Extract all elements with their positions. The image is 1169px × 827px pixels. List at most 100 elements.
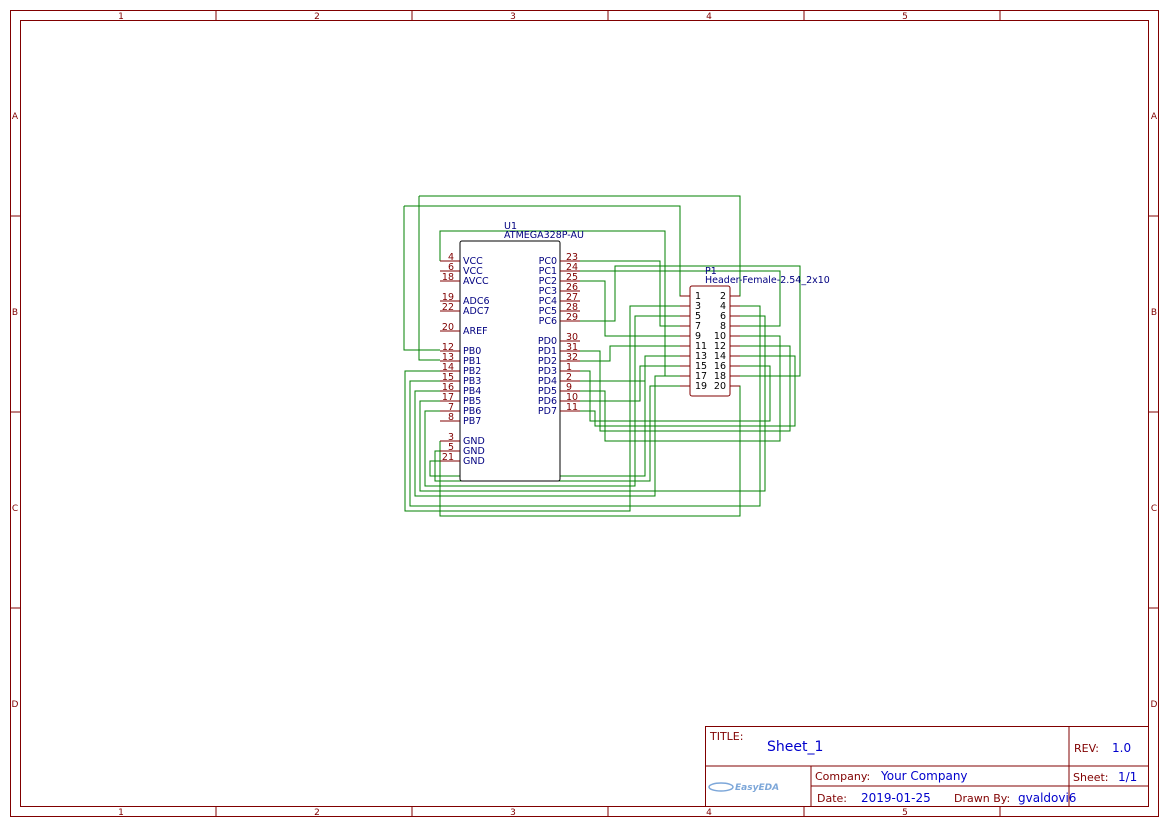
frame-col-bottom-5: 5 [902, 808, 908, 818]
u1-pin-number: 24 [566, 262, 578, 273]
frame-col-bottom-1: 1 [118, 808, 124, 818]
sheet-title: Sheet_1 [767, 739, 823, 755]
u1-pin-number: 28 [566, 302, 578, 313]
u1-pin-number: 6 [448, 262, 454, 273]
frame-col-top-3: 3 [510, 12, 516, 22]
wire-net-11 [580, 345, 690, 362]
u1-pin-name: PB0 [463, 346, 481, 357]
date-label: Date: [817, 792, 847, 805]
wire-net-9 [580, 265, 801, 377]
u1-pin-number: 8 [448, 412, 454, 423]
u1-part-name: ATMEGA328P-AU [504, 230, 584, 241]
wire-net-8 [580, 280, 690, 337]
u1-pin-name: PB6 [463, 406, 481, 417]
frame-row-left-d: D [12, 700, 19, 710]
u1-pin-number: 14 [442, 362, 454, 373]
u1-pin-name: VCC [463, 266, 483, 277]
u1-pin-name: PD6 [538, 396, 557, 407]
frame-row-right-d: D [1151, 700, 1158, 710]
p1-pin-number: 5 [695, 311, 701, 322]
p1-part-name: Header-Female-2.54_2x10 [705, 275, 830, 286]
u1-pin-name: GND [463, 446, 485, 457]
u1-pin-name: PB3 [463, 376, 481, 387]
u1-pin-name: PC4 [539, 296, 557, 307]
u1-pin-number: 30 [566, 332, 578, 343]
frame-row-right-a: A [1151, 112, 1158, 122]
sheet-value: 1/1 [1118, 770, 1137, 784]
wire-net-21 [424, 315, 690, 487]
p1-pin-number: 10 [714, 331, 726, 342]
u1-pin-name: PD4 [538, 376, 557, 387]
u1-pin-name: ADC7 [463, 306, 490, 317]
p1-pin-lines [680, 295, 740, 387]
wire-net-7 [580, 270, 781, 327]
drawn-by-label: Drawn By: [954, 792, 1010, 805]
p1-pin-number: 20 [714, 381, 726, 392]
u1-pin-name: PC5 [539, 306, 557, 317]
u1-pin-number: 1 [566, 362, 572, 373]
p1-pin-number: 14 [714, 351, 726, 362]
p1-pin-number: 12 [714, 341, 726, 352]
wire-net-6 [580, 260, 690, 327]
u1-pin-number: 31 [566, 342, 578, 353]
u1-pin-number: 29 [566, 312, 578, 323]
wire-net-10 [580, 345, 791, 432]
u1-pin-name: PD7 [538, 406, 557, 417]
u1-pin-number: 7 [448, 402, 454, 413]
u1-pin-number: 18 [442, 272, 454, 283]
frame-col-bottom-4: 4 [706, 808, 712, 818]
title-label: TITLE: [709, 730, 743, 743]
u1-pin-name: AREF [463, 326, 488, 337]
u1-pin-name: PD1 [538, 346, 557, 357]
u1-pin-number: 10 [566, 392, 578, 403]
u1-pin-number: 17 [442, 392, 454, 403]
frame-col-bottom-3: 3 [510, 808, 516, 818]
u1-pin-name: AVCC [463, 276, 489, 287]
drawn-by-value: gvaldovi6 [1018, 791, 1076, 805]
frame-row-left-c: C [12, 504, 18, 514]
u1-pin-name: PC1 [539, 266, 557, 277]
component-p1[interactable]: P1 Header-Female-2.54_2x10 1 3 [680, 266, 830, 397]
wire-net-16 [580, 355, 796, 427]
u1-right-pin-lines [560, 260, 580, 412]
u1-pin-name: PC3 [539, 286, 557, 297]
frame-col-top-2: 2 [314, 12, 320, 22]
u1-pin-number: 26 [566, 282, 578, 293]
wire-net-15 [580, 365, 690, 402]
p1-pin-number: 15 [695, 361, 707, 372]
company-value: Your Company [880, 769, 968, 783]
u1-pin-number: 22 [442, 302, 454, 313]
easyeda-logo-text: EasyEDA [735, 783, 779, 793]
p1-pin-number: 11 [695, 341, 707, 352]
frame-row-right-c: C [1151, 504, 1157, 514]
u1-pin-number: 32 [566, 352, 578, 363]
u1-pin-name: PC0 [539, 256, 557, 267]
easyeda-logo: EasyEDA [708, 782, 779, 793]
p1-pin-number: 4 [720, 301, 726, 312]
p1-pin-number: 7 [695, 321, 701, 332]
u1-pin-number: 12 [442, 342, 454, 353]
wire-net-18 [409, 305, 761, 507]
u1-pin-number: 5 [448, 442, 454, 453]
u1-pin-name: PB4 [463, 386, 481, 397]
component-u1[interactable]: U1 ATMEGA328P-AU 4 6 18 19 22 2 [440, 221, 584, 482]
u1-pin-number: 16 [442, 382, 454, 393]
u1-pin-name: PB7 [463, 416, 481, 427]
u1-pin-number: 21 [442, 452, 454, 463]
u1-pin-name: PC2 [539, 276, 557, 287]
u1-pin-number: 27 [566, 292, 578, 303]
title-block: TITLE: Sheet_1 REV: 1.0 EasyEDA Company:… [705, 726, 1149, 807]
date-value: 2019-01-25 [861, 791, 931, 805]
u1-pin-number: 15 [442, 372, 454, 383]
p1-pin-number: 18 [714, 371, 726, 382]
u1-pin-name: PB2 [463, 366, 481, 377]
u1-pin-name: PD3 [538, 366, 557, 377]
u1-pin-name: PB5 [463, 396, 481, 407]
wire-net-2 [418, 196, 440, 361]
frame-col-bottom-2: 2 [314, 808, 320, 818]
frame-col-top-1: 1 [118, 12, 124, 22]
u1-pin-number: 20 [442, 322, 454, 333]
p1-pin-number: 6 [720, 311, 726, 322]
wire-net-20 [419, 315, 766, 492]
